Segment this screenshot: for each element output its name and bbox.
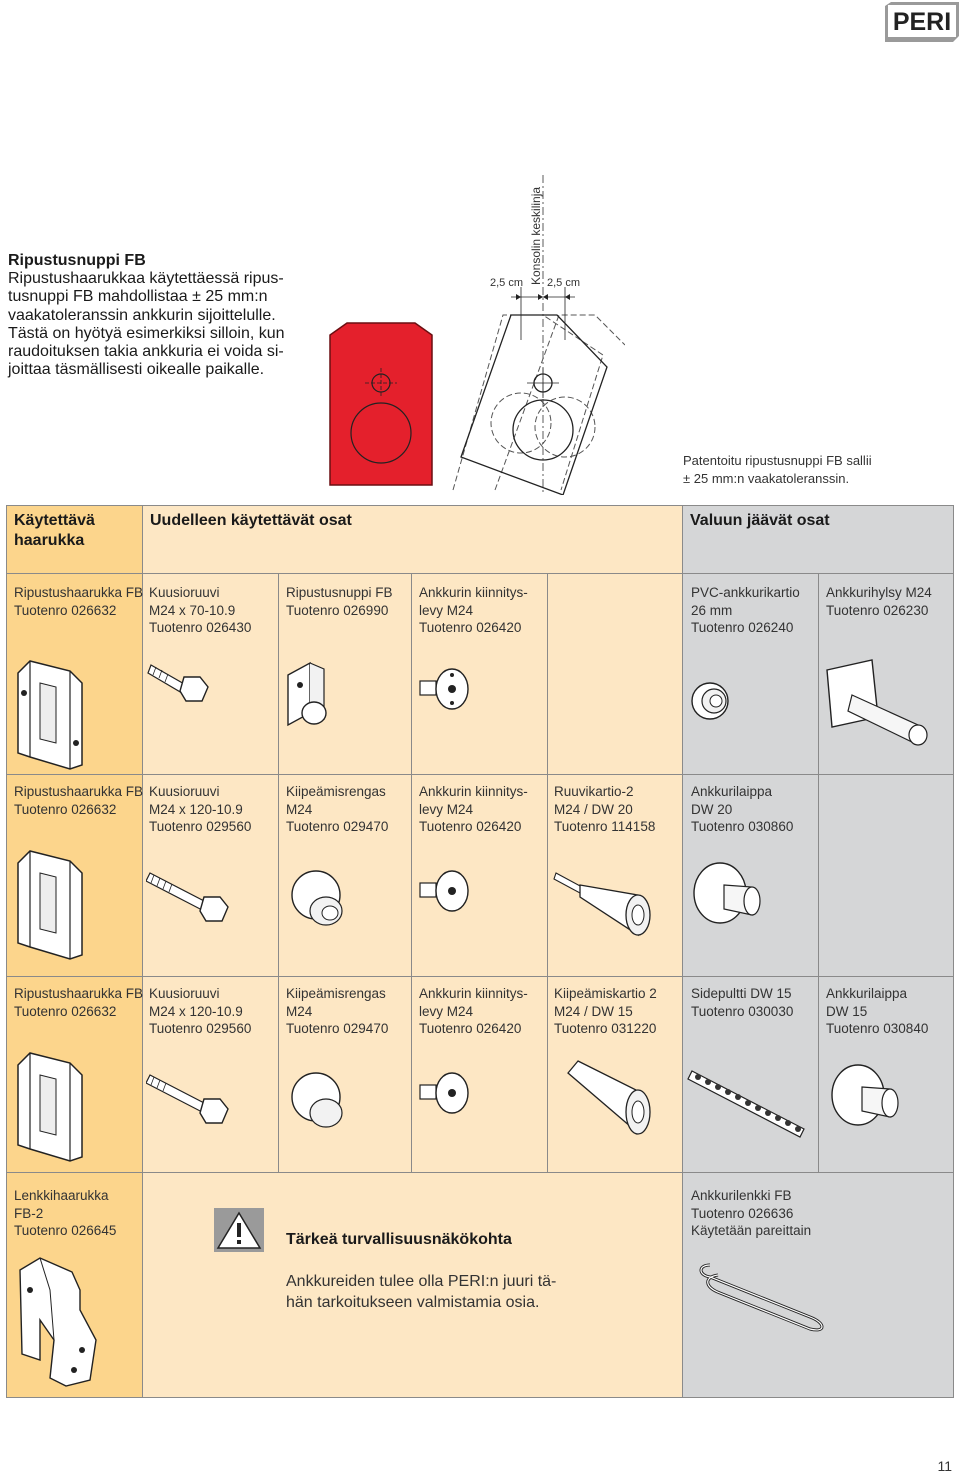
intro-title: Ripustusnuppi FB <box>8 252 146 269</box>
hex-bolt-icon <box>146 872 229 922</box>
header-cast-in: Valuun jäävät osat <box>690 512 830 529</box>
climbing-ring-icon <box>291 1072 343 1128</box>
diagram-note: Patentoitu ripustusnuppi FB sallii ± 25 … <box>683 453 872 486</box>
hanging-knob-icon <box>287 661 327 727</box>
warning-title: Tärkeä turvallisuusnäkökohta <box>286 1231 512 1248</box>
fork-fb-icon <box>17 660 83 770</box>
hex-bolt-icon <box>146 1074 229 1124</box>
loop-fork-icon <box>19 1257 97 1387</box>
warning-text: Ankkureiden tulee olla PERI:n juuri tä- … <box>286 1273 557 1311</box>
anchor-plate-icon <box>419 668 469 710</box>
large-hole <box>350 402 412 464</box>
intro-line: tusnuppi FB mahdollistaa ± 25 mm:n <box>8 288 268 306</box>
parts-table: Käytettävä haarukka Uudelleen käytettävä… <box>6 505 954 1398</box>
centerline-label: Konsolin keskilinja <box>529 187 543 285</box>
fork-fb-icon <box>17 850 83 960</box>
left-offset: 2,5 cm <box>490 277 523 289</box>
anchor-plate-icon <box>419 870 469 912</box>
reusable-column-bg <box>142 505 682 1398</box>
anchor-loop-icon <box>699 1263 824 1332</box>
tie-rod-icon <box>687 1070 805 1138</box>
screw-cone-icon <box>553 872 651 937</box>
header-reusable: Uudelleen käytettävät osat <box>150 512 352 529</box>
tolerance-diagram: 2,5 cm 2,5 cm Konsolin keskilinja <box>329 175 625 495</box>
anchor-plate-icon <box>419 1072 469 1114</box>
intro-line: Ripustushaarukkaa käytettäessä ripus- <box>8 270 284 288</box>
hex-bolt-icon <box>147 664 209 702</box>
right-offset: 2,5 cm <box>547 277 580 289</box>
intro-line: vaakatoleranssin ankkurin sijoittelulle. <box>8 306 276 324</box>
intro-line: raudoituksen takia ankkuria ei voida si- <box>8 343 284 361</box>
anchor-sleeve-icon <box>826 659 928 746</box>
header-used-fork: Käytettävä haarukka <box>14 512 95 549</box>
fork-fb-icon <box>17 1052 83 1162</box>
intro-line: Tästä on hyötyä esimerkiksi silloin, kun <box>8 324 285 342</box>
climbing-ring-icon <box>291 870 343 926</box>
anchor-flange-icon <box>693 862 761 924</box>
intro-text: Ripustusnuppi FB Ripustushaarukkaa käyte… <box>8 252 308 379</box>
logo-text: PERI <box>893 8 951 36</box>
shifted-outlines <box>452 314 625 491</box>
anchor-flange-icon <box>831 1064 899 1126</box>
peri-logo: PERI <box>885 2 959 42</box>
warning-icon <box>214 1208 264 1252</box>
climbing-cone-icon <box>567 1060 651 1135</box>
intro-line: joittaa täsmällisesti oikealle paikalle. <box>8 361 265 379</box>
pvc-cone-icon <box>691 682 729 720</box>
page-number: 11 <box>937 1458 952 1474</box>
